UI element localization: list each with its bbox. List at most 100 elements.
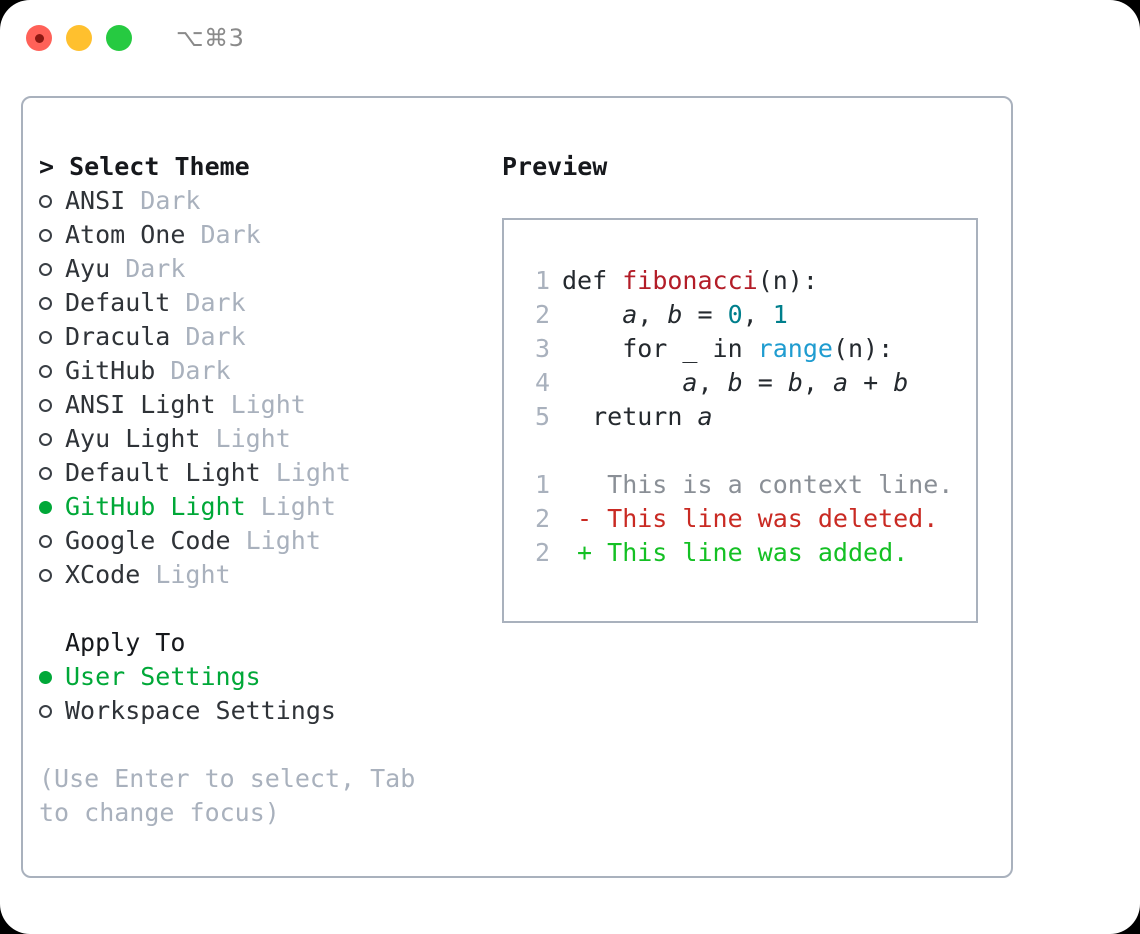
theme-item-default[interactable]: Default Dark <box>39 286 488 320</box>
code-token: range <box>757 334 833 363</box>
theme-item-label: GitHub <box>65 356 156 385</box>
radio-unselected-icon <box>39 558 65 592</box>
theme-item-variant: Dark <box>170 322 246 351</box>
list-gap <box>39 592 488 626</box>
theme-item-ansi-light[interactable]: ANSI Light Light <box>39 388 488 422</box>
radio-unselected-icon <box>39 354 65 388</box>
theme-item-google-code[interactable]: Google Code Light <box>39 524 488 558</box>
theme-item-ayu-light[interactable]: Ayu Light Light <box>39 422 488 456</box>
code-token <box>562 368 682 397</box>
theme-item-variant: Dark <box>110 254 186 283</box>
code-token: def <box>562 266 623 295</box>
theme-item-label: XCode <box>65 560 141 589</box>
keyboard-hint: (Use Enter to select, Tab to change focu… <box>39 764 431 827</box>
apply-to-option-user-settings[interactable]: User Settings <box>39 660 488 694</box>
code-line: 5 return a <box>524 400 976 434</box>
apply-to-option-label: Workspace Settings <box>65 696 336 725</box>
theme-item-variant: Dark <box>170 288 246 317</box>
theme-item-variant: Light <box>245 492 336 521</box>
theme-item-github[interactable]: GitHub Dark <box>39 354 488 388</box>
radio-selected-icon <box>39 490 65 524</box>
theme-item-dracula[interactable]: Dracula Dark <box>39 320 488 354</box>
code-token: (n): <box>832 334 894 363</box>
line-number: 1 <box>534 470 550 499</box>
zoom-button[interactable] <box>106 25 132 51</box>
shortcut-label: ⌥⌘3 <box>176 24 245 52</box>
line-number: 2 <box>534 300 550 329</box>
code-token: fibonacci <box>622 266 758 295</box>
radio-unselected-icon <box>39 456 65 490</box>
radio-unselected-icon <box>39 320 65 354</box>
theme-item-variant: Light <box>230 526 321 555</box>
radio-unselected-icon <box>39 218 65 252</box>
radio-unselected-icon <box>39 524 65 558</box>
diff-line-del: 2 - This line was deleted. <box>524 502 976 536</box>
code-token: , <box>742 300 773 329</box>
diff-line-text: - This line was deleted. <box>562 504 939 533</box>
radio-unselected-icon <box>39 694 65 728</box>
theme-item-label: Atom One <box>65 220 186 249</box>
diff-sample: 1 This is a context line. 2 - This line w… <box>524 468 976 570</box>
code-token: a <box>697 402 713 431</box>
theme-item-ayu[interactable]: Ayu Dark <box>39 252 488 286</box>
code-line: 3 for _ in range(n): <box>524 332 976 366</box>
code-token: 1 <box>772 300 788 329</box>
apply-to-option-workspace-settings[interactable]: Workspace Settings <box>39 694 488 728</box>
code-token: , <box>802 368 833 397</box>
code-token: b <box>727 368 743 397</box>
code-token: a <box>682 368 698 397</box>
diff-line-text: This is a context line. <box>562 470 954 499</box>
minimize-button[interactable] <box>66 25 92 51</box>
theme-item-label: GitHub Light <box>65 492 246 521</box>
diff-line-add: 2 + This line was added. <box>524 536 976 570</box>
theme-item-label: ANSI <box>65 186 126 215</box>
code-token: b <box>893 368 909 397</box>
theme-item-label: Ayu Light <box>65 424 201 453</box>
theme-item-label: Default Light <box>65 458 261 487</box>
radio-selected-icon <box>39 660 65 694</box>
code-token <box>562 300 622 329</box>
code-token: (n): <box>757 266 818 295</box>
theme-item-ansi[interactable]: ANSI Dark <box>39 184 488 218</box>
theme-item-variant: Light <box>140 560 231 589</box>
code-line: 2 a, b = 0, 1 <box>524 298 976 332</box>
theme-item-default-light[interactable]: Default Light Light <box>39 456 488 490</box>
code-token: = <box>682 300 728 329</box>
radio-unselected-icon <box>39 388 65 422</box>
theme-item-label: Google Code <box>65 526 231 555</box>
theme-item-variant: Dark <box>125 186 201 215</box>
theme-item-variant: Light <box>215 390 306 419</box>
preview-title: Preview <box>502 152 608 181</box>
theme-item-label: Default <box>65 288 171 317</box>
code-token: = <box>742 368 788 397</box>
code-token: for _ in <box>562 334 758 363</box>
line-number: 5 <box>534 402 550 431</box>
radio-unselected-icon <box>39 252 65 286</box>
line-number: 1 <box>534 266 550 295</box>
theme-item-label: ANSI Light <box>65 390 216 419</box>
theme-item-label: Ayu <box>65 254 111 283</box>
code-diff-gap <box>524 434 976 468</box>
theme-item-xcode[interactable]: XCode Light <box>39 558 488 592</box>
theme-item-variant: Light <box>260 458 351 487</box>
theme-picker-heading: > Select Theme <box>39 152 250 181</box>
radio-unselected-icon <box>39 286 65 320</box>
title-bar: ⌥⌘3 <box>0 0 1140 76</box>
theme-item-variant: Dark <box>155 356 231 385</box>
close-button[interactable] <box>26 25 52 51</box>
diff-line-text: + This line was added. <box>562 538 909 567</box>
code-token: return <box>562 402 698 431</box>
theme-item-atom-one[interactable]: Atom One Dark <box>39 218 488 252</box>
theme-item-variant: Dark <box>185 220 261 249</box>
theme-item-label: Dracula <box>65 322 171 351</box>
code-token: b <box>787 368 803 397</box>
line-number: 4 <box>534 368 550 397</box>
theme-item-github-light[interactable]: GitHub Light Light <box>39 490 488 524</box>
